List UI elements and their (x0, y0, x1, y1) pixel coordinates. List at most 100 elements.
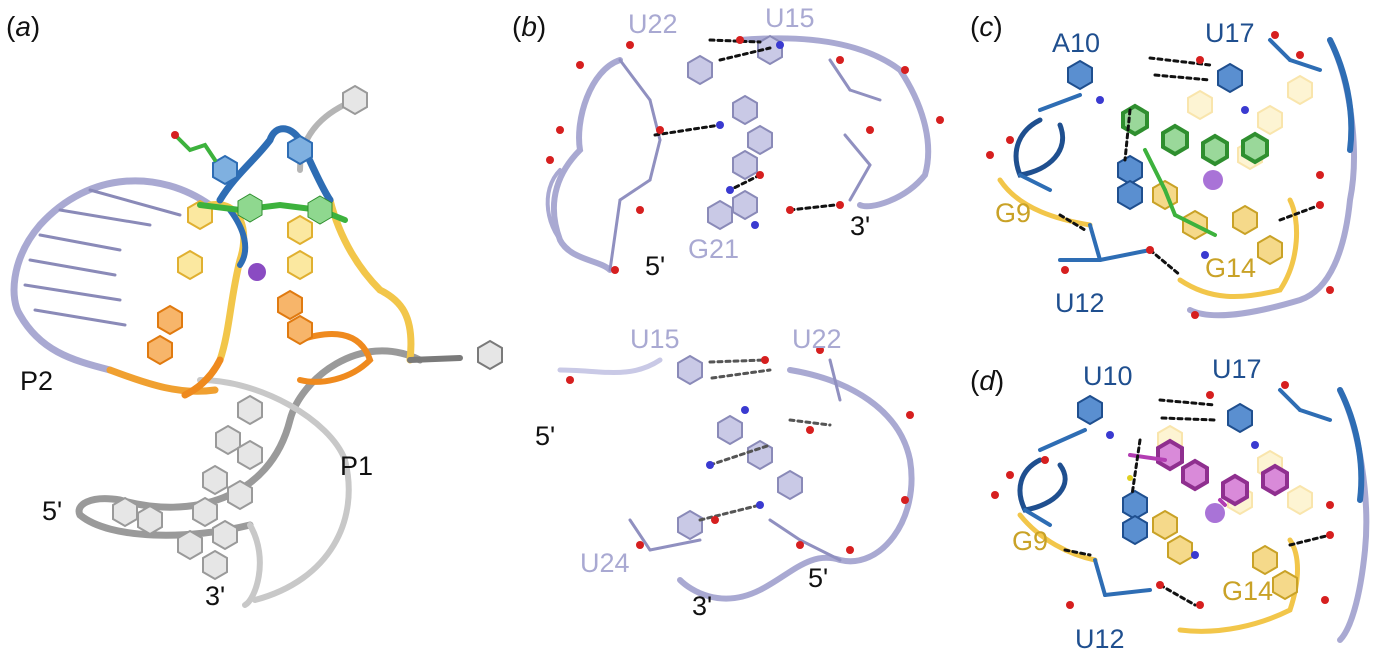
oxygen-atom (836, 201, 844, 209)
stick (1088, 223, 1102, 262)
hbond (708, 443, 772, 467)
oxygen-atom (1281, 381, 1289, 389)
base-ring (1117, 180, 1143, 210)
oxygen-atom (901, 66, 909, 74)
b-top-g21-label: G21 (688, 234, 739, 264)
stick (1288, 58, 1322, 72)
hbond (1158, 398, 1217, 407)
c-a10-label: A10 (1052, 28, 1100, 58)
hbond (788, 418, 832, 427)
base-ring (747, 125, 773, 155)
grey-base (477, 340, 503, 370)
ligand-ring (1181, 459, 1209, 491)
panel-d: (d) (970, 354, 1370, 654)
p1-helix (75, 347, 424, 608)
nitrogen-atom (1191, 551, 1199, 559)
b-top-sticks (608, 58, 882, 272)
p1-backbone-outer (75, 347, 424, 539)
oxygen-atom (1146, 246, 1154, 254)
hbond (708, 358, 767, 364)
stick (608, 198, 622, 272)
stick (618, 178, 652, 202)
five-prime-label: 5' (42, 496, 62, 526)
p2-rungs (23, 188, 182, 327)
oxygen-atom (866, 126, 874, 134)
p1-label: P1 (340, 451, 373, 481)
hbond (1278, 203, 1322, 222)
base-ring (747, 440, 773, 470)
c-g9-label: G9 (995, 198, 1031, 228)
c-yellow-bases (1152, 180, 1283, 265)
ligand-bond (1173, 213, 1217, 237)
oxygen-atom (556, 126, 564, 134)
d-u12-label: U12 (1075, 624, 1125, 654)
nitrogen-atom (1241, 106, 1249, 114)
stick (1098, 248, 1152, 262)
ligand-bond (1143, 148, 1167, 192)
stick (848, 163, 872, 202)
stick (1278, 388, 1302, 412)
nitrogen-atom (706, 461, 714, 469)
oxygen-atom (906, 411, 914, 419)
b-bottom-atoms (566, 346, 914, 554)
p2-label: P2 (20, 366, 53, 396)
yellow-base (177, 250, 203, 280)
panel-b-top (545, 35, 944, 274)
b-top-backbone-right (737, 35, 932, 210)
base-ring (1187, 90, 1213, 120)
p2-base (88, 188, 182, 217)
stick (648, 138, 662, 182)
hbond (1160, 416, 1217, 422)
oxygen-atom (836, 56, 844, 64)
stick (828, 358, 842, 402)
p1-base (112, 497, 138, 527)
base-ring (1217, 63, 1243, 93)
oxygen-atom (936, 116, 944, 124)
orange-strand-right (297, 331, 374, 385)
base-ring (677, 355, 703, 385)
b-top-u22-label: U22 (628, 9, 678, 39)
blue-strand-down (227, 207, 249, 268)
oxygen-atom (546, 156, 554, 164)
oxygen-atom (636, 206, 644, 214)
stacked-bases-a (147, 85, 503, 370)
p2-base (58, 208, 152, 227)
oxygen-atom (1006, 471, 1014, 479)
ligand-ring (1161, 124, 1189, 156)
b-top-hbonds (653, 38, 837, 212)
stick (1023, 508, 1052, 527)
base-ring (1122, 490, 1148, 520)
b-bottom-u15-label: U15 (630, 324, 680, 354)
panel-a: (a) (6, 11, 503, 611)
c-ligand (1121, 104, 1269, 237)
oxygen-atom (1326, 531, 1334, 539)
ligand-ring (1261, 464, 1289, 496)
ligand-a (171, 131, 348, 225)
panel-c: (c) (970, 11, 1357, 319)
d-blue-left (1017, 457, 1068, 513)
d-ligand (1128, 439, 1289, 507)
hbond (1063, 548, 1092, 557)
p1-base (237, 395, 263, 425)
oxygen-atom (1191, 311, 1199, 319)
c-atoms (986, 31, 1334, 319)
oxygen-atom (626, 41, 634, 49)
panel-a-label: (a) (6, 11, 40, 42)
orange-base (277, 290, 303, 320)
base-ring (1272, 570, 1298, 600)
p1-backbone-inner (197, 377, 352, 608)
p1-base (227, 480, 253, 510)
base-ring (732, 150, 758, 180)
oxygen-atom (1196, 601, 1204, 609)
p1-base (215, 425, 241, 455)
d-g14-label: G14 (1222, 576, 1273, 606)
oxygen-atom (846, 546, 854, 554)
hbond (1288, 533, 1332, 547)
orange-base (287, 315, 313, 345)
blue-strand (216, 125, 334, 204)
p2-base (28, 258, 117, 277)
p1-base (212, 520, 238, 550)
base-ring (1257, 105, 1283, 135)
b-bottom-u22-label: U22 (792, 324, 842, 354)
p2-helix (10, 177, 219, 395)
